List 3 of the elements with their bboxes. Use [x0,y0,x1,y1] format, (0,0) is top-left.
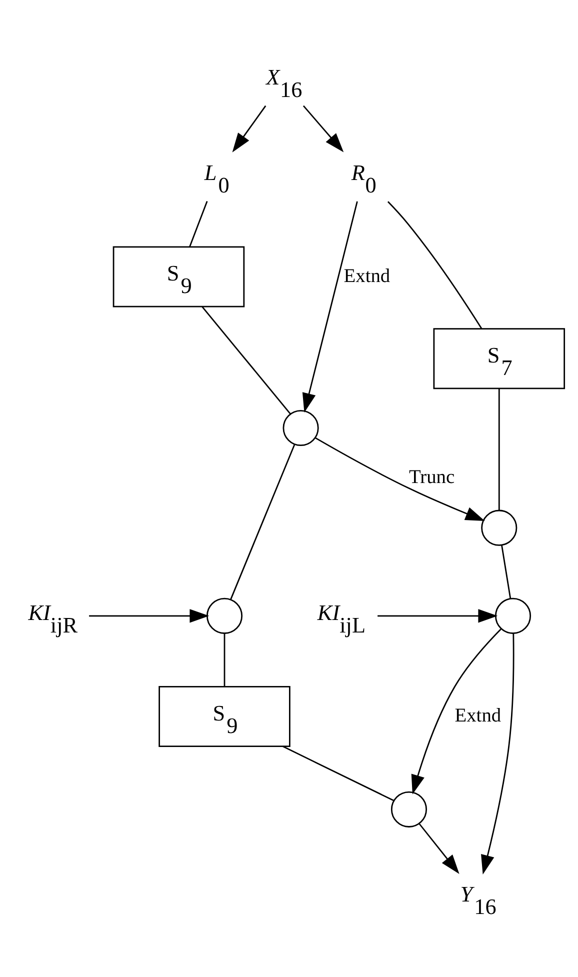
edge-label: Extnd [454,705,502,726]
edge-label: Extnd [344,265,390,286]
edge-label: Trunc [408,466,455,488]
